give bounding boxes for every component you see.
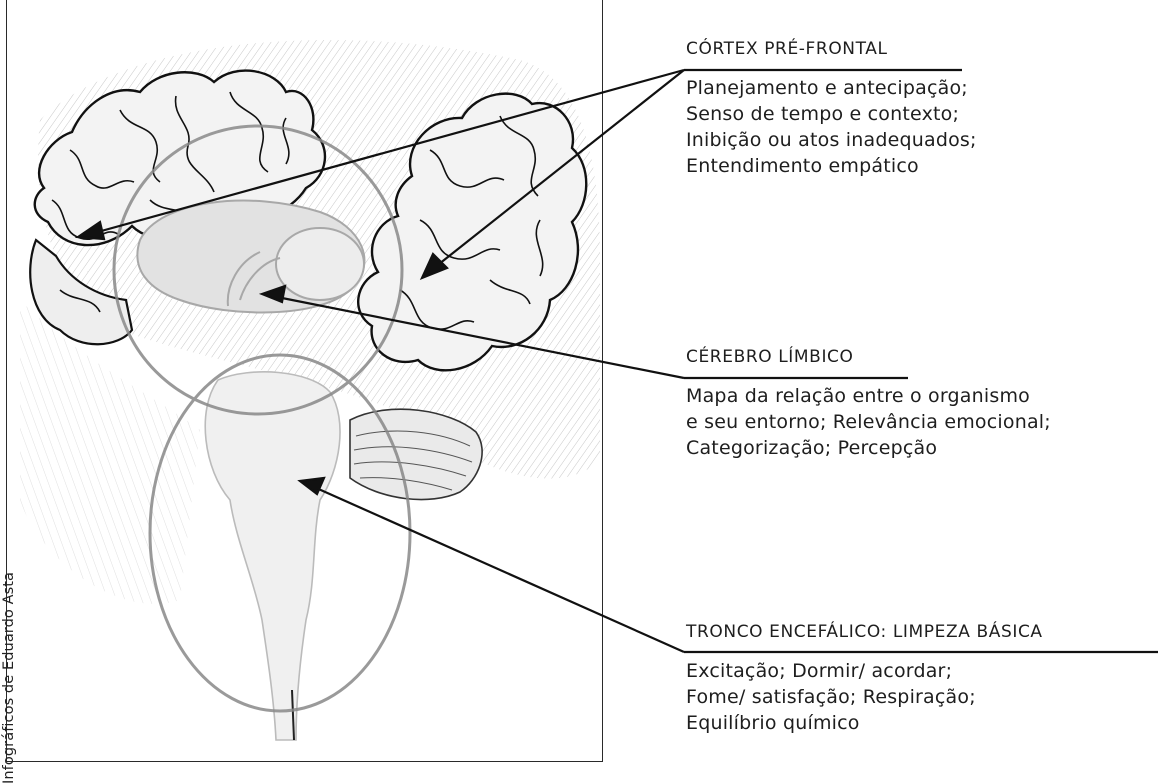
cortex-line: Senso de tempo e contexto; — [686, 103, 960, 125]
cortex-arrowhead-left — [74, 220, 106, 241]
brainstem-ellipse — [148, 353, 412, 713]
illustration-credit: Infográficos de Eduardo Asta — [1, 571, 17, 784]
limbic-arrowhead — [258, 284, 287, 304]
brainstem-title: TRONCO ENCEFÁLICO: LIMPEZA BÁSICA — [686, 622, 1043, 642]
limbic-title: CÉREBRO LÍMBICO — [686, 347, 854, 367]
cortex-arrowhead-right — [419, 252, 449, 281]
cortex-line: Planejamento e antecipação; — [686, 77, 968, 99]
cerebellum — [349, 408, 483, 501]
limbic-label: CÉREBRO LÍMBICO Mapa da relação entre o … — [686, 347, 1051, 461]
limbic-structures — [136, 199, 366, 314]
brain-illustration — [20, 40, 1158, 741]
brainstem-arrow — [313, 485, 685, 654]
pointer-arrows — [74, 68, 1158, 654]
brainstem-line: Excitação; Dormir/ acordar; — [686, 660, 953, 682]
cerebrum-right — [357, 92, 588, 372]
cortex-label: CÓRTEX PRÉ-FRONTAL Planejamento e anteci… — [686, 39, 977, 179]
brainstem-label: TRONCO ENCEFÁLICO: LIMPEZA BÁSICA Excita… — [686, 622, 1043, 736]
cortex-arrow-left — [93, 68, 685, 235]
limbic-line: e seu entorno; Relevância emocional; — [686, 411, 1051, 433]
limbic-line: Mapa da relação entre o organismo — [686, 385, 1031, 407]
cortex-title: CÓRTEX PRÉ-FRONTAL — [686, 39, 888, 59]
cortex-line: Inibição ou atos inadequados; — [686, 129, 977, 151]
limbic-circle — [112, 124, 404, 416]
brainstem-line: Equilíbrio químico — [686, 712, 860, 734]
limbic-line: Categorização; Percepção — [686, 437, 938, 459]
region-circles — [112, 124, 412, 713]
cortex-line: Entendimento empático — [686, 155, 919, 177]
cortex-arrow-right — [433, 69, 685, 269]
brainstem — [204, 371, 341, 741]
brainstem-line: Fome/ satisfação; Respiração; — [686, 686, 976, 708]
limbic-arrow — [276, 295, 685, 380]
brainstem-arrowhead — [297, 476, 326, 496]
